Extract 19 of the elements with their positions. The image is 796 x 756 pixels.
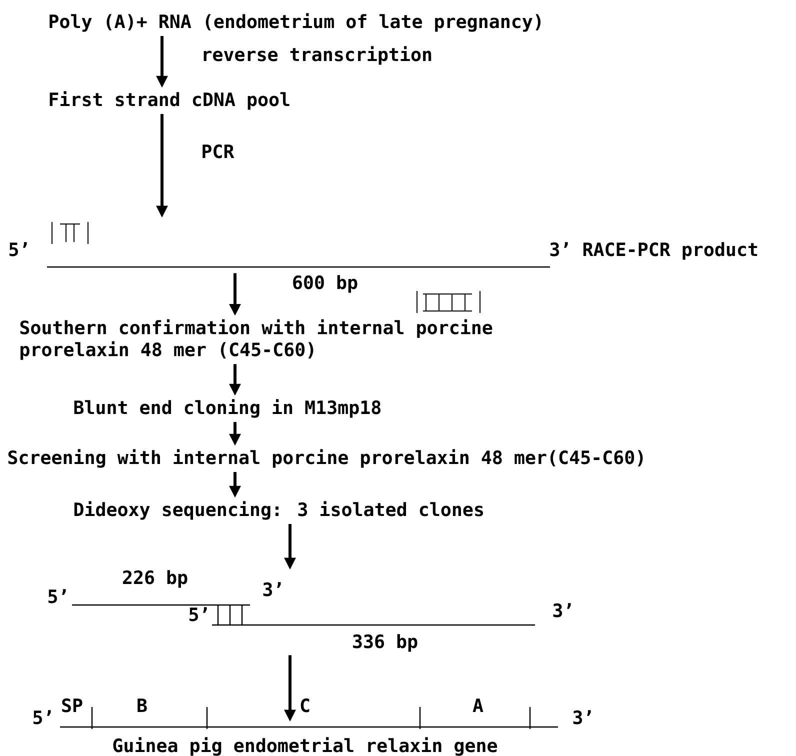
step-text: Dideoxy sequencing: 3 isolated clones bbox=[74, 501, 483, 520]
step-text: Blunt end cloning in M13mp18 bbox=[74, 399, 380, 418]
edge-label: reverse transcription bbox=[204, 46, 432, 65]
strand-label: SP bbox=[62, 698, 82, 712]
edge-label: PCR bbox=[202, 144, 234, 158]
step-text: Southern confirmation with internal porcine prorelaxin 48 mer (C45-C60) bbox=[20, 319, 492, 360]
strand-label: C bbox=[300, 698, 310, 712]
strand-label: B bbox=[138, 698, 147, 712]
step-text: Poly (A)+ RNA (endometrium of late pregnancy) bbox=[50, 13, 541, 32]
strand-label: 3’ bbox=[573, 710, 591, 724]
strand-label: 5’ bbox=[33, 710, 51, 724]
strand-label: 600 bp bbox=[293, 275, 358, 293]
strand-label: 5’ bbox=[9, 242, 27, 256]
strand-label: 3’ RACE-PCR product bbox=[550, 242, 758, 260]
step-text: First strand cDNA pool bbox=[50, 91, 290, 110]
dna-duplex-drawing: 226 bp 5’ 3’ 5’ 3’ 336 bp bbox=[48, 570, 571, 652]
strand-label: A bbox=[472, 698, 484, 712]
strand-label: Guinea pig endometrial relaxin gene bbox=[113, 737, 498, 756]
step-text: Screening with internal porcine prorelaxin 48 mer(C45-C60) bbox=[8, 449, 643, 468]
